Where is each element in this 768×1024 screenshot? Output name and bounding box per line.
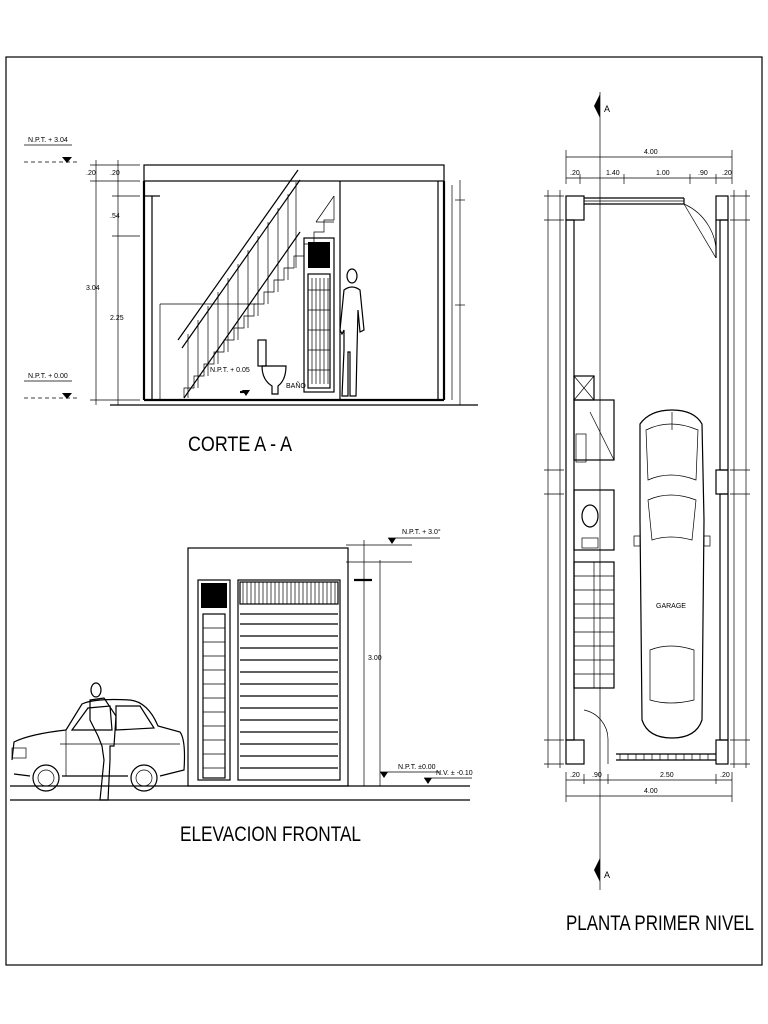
dim-bottom-1: .90	[592, 772, 602, 779]
section-marker-bottom: A	[594, 858, 610, 882]
dim-top-3: .90	[698, 170, 708, 177]
planta-dims-bottom: .20 .90 2.50 .20 4.00	[565, 772, 733, 802]
dim-mid: .54	[110, 213, 120, 220]
planta-section: A A 4.00 .20 1.40 1.00 .90 .20	[544, 92, 754, 935]
level-floor-label: N.P.T. ±0.00	[398, 764, 436, 771]
dim-total: 3.04	[86, 285, 100, 292]
level-street-label: N.V. ± -0.10	[436, 770, 473, 777]
level-bottom-label: N.P.T. + 0.00	[28, 373, 68, 380]
dim-bottom-0: .20	[570, 772, 580, 779]
title-planta: PLANTA PRIMER NIVEL	[566, 912, 754, 935]
level-marker-bottom: N.P.T. + 0.00	[24, 373, 78, 399]
front-door	[197, 579, 231, 781]
dim-bottom-2: 2.50	[660, 772, 674, 779]
elev-dim-height: 3.00	[368, 655, 382, 662]
elevacion-dimensions: 3.00	[354, 540, 382, 786]
sheet-border	[5, 56, 763, 966]
car-top-icon: GARAGE	[633, 409, 711, 739]
car-side-icon	[11, 698, 186, 792]
planta-dims-top: 4.00 .20 1.40 1.00 .90 .20	[565, 149, 733, 184]
section-marker-top-label: A	[604, 104, 610, 114]
dim-total-bottom: 4.00	[644, 788, 658, 795]
dim-lower: 2.25	[110, 315, 124, 322]
person-elevation	[89, 682, 117, 801]
garage-door	[237, 579, 341, 781]
dim-bottom-3: .20	[720, 772, 730, 779]
dim-top-4: .20	[722, 170, 732, 177]
level-stair-label: N.P.T. + 0.05	[210, 367, 250, 374]
elevacion-section: N.P.T. + 3.0° 3.00	[10, 528, 473, 846]
bath-door	[303, 237, 335, 393]
corte-dimensions: .20 .20 .54 3.04 2.25	[86, 160, 140, 405]
title-elevacion: ELEVACION FRONTAL	[180, 823, 361, 846]
dim-total-top: 4.00	[644, 149, 658, 156]
section-marker-bottom-label: A	[604, 870, 610, 880]
dim-top-0: .20	[570, 170, 580, 177]
level-top-label: N.P.T. + 3.04	[28, 137, 68, 144]
level-marker-floor: N.P.T. ±0.00 N.V. ± -0.10	[380, 764, 473, 784]
bath-label: BAÑO	[286, 381, 306, 390]
corte-building	[110, 164, 478, 406]
planta-dims-side	[544, 190, 750, 768]
dim-top-2: 1.00	[656, 170, 670, 177]
level-roof-label: N.P.T. + 3.0°	[402, 528, 441, 536]
level-marker-roof: N.P.T. + 3.0°	[346, 528, 441, 563]
corte-section: N.P.T. + 3.04 N.P.T. + 0.00 .20 .20 .54 …	[24, 137, 478, 456]
person-figure	[339, 268, 365, 397]
dim-top1: .20	[86, 170, 96, 177]
level-marker-top: N.P.T. + 3.04	[24, 137, 78, 163]
title-corte: CORTE A - A	[188, 433, 292, 456]
section-marker-top: A	[594, 94, 610, 118]
garage-label: GARAGE	[656, 603, 686, 610]
bath-stair-block	[573, 375, 615, 689]
planta-walls	[565, 195, 729, 765]
dim-top2: .20	[110, 170, 120, 177]
dim-top-1: 1.40	[606, 170, 620, 177]
